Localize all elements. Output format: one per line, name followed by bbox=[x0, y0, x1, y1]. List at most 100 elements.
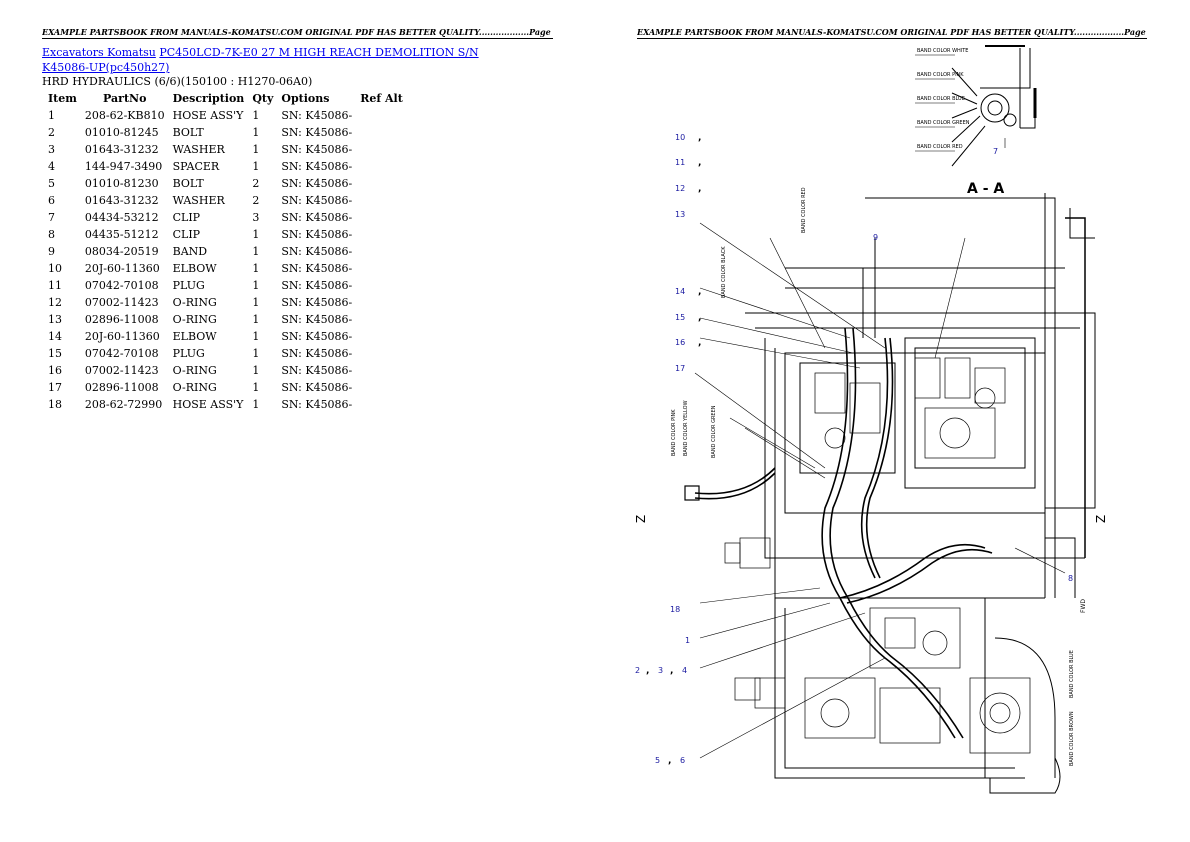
cell-item: 16 bbox=[48, 364, 62, 377]
callout-5[interactable]: 5 bbox=[655, 756, 660, 765]
svg-text:,: , bbox=[646, 666, 649, 676]
side-label-red: BAND COLOR RED bbox=[801, 187, 807, 233]
cell-description: BAND bbox=[172, 245, 208, 258]
callout-7[interactable]: 7 bbox=[993, 147, 998, 156]
breadcrumb-link-model[interactable]: PC450LCD-7K-E0 27 M HIGH REACH DEMOLITIO… bbox=[42, 46, 479, 74]
cell-refalt bbox=[356, 226, 407, 243]
callout-12[interactable]: 12 bbox=[675, 184, 685, 193]
breadcrumb: Excavators Komatsu PC450LCD-7K-E0 27 M H… bbox=[42, 45, 512, 75]
cell-qty: 1 bbox=[252, 279, 260, 292]
band-label-blue: BAND COLOR BLUE bbox=[917, 96, 965, 102]
callout-3[interactable]: 3 bbox=[658, 666, 663, 675]
side-label-green: BAND COLOR GREEN bbox=[711, 405, 717, 458]
cell-options: SN: K45086- bbox=[281, 364, 353, 377]
section-title: HRD HYDRAULICS (6/6)(150100 : H1270-06A0… bbox=[42, 75, 313, 88]
cell-refalt bbox=[356, 260, 407, 277]
callout-2[interactable]: 2 bbox=[635, 666, 640, 675]
cell-qty: 1 bbox=[252, 398, 260, 411]
cell-refalt bbox=[356, 328, 407, 345]
cell-item: 2 bbox=[48, 126, 55, 139]
band-label-pink: BAND COLOR PINK bbox=[917, 72, 964, 78]
band-label-red: BAND COLOR RED bbox=[917, 144, 963, 150]
cell-options: SN: K45086- bbox=[281, 211, 353, 224]
cell-options: SN: K45086- bbox=[281, 194, 353, 207]
cell-item: 18 bbox=[48, 398, 62, 411]
cell-options: SN: K45086- bbox=[281, 347, 353, 360]
cell-refalt bbox=[356, 294, 407, 311]
callout-8[interactable]: 8 bbox=[1068, 574, 1073, 583]
callout-4[interactable]: 4 bbox=[682, 666, 687, 675]
cell-qty: 1 bbox=[252, 296, 260, 309]
cell-description: O-RING bbox=[172, 313, 217, 326]
cell-partno: 04435-51212 bbox=[84, 228, 159, 241]
cell-partno: 02896-11008 bbox=[84, 313, 159, 326]
svg-text:,: , bbox=[698, 184, 701, 194]
cell-description: BOLT bbox=[172, 177, 204, 190]
svg-text:,: , bbox=[698, 158, 701, 168]
cell-partno: 01643-31232 bbox=[84, 194, 159, 207]
cell-item: 10 bbox=[48, 262, 62, 275]
page-2-header: EXAMPLE PARTSBOOK FROM MANUALS-KOMATSU.C… bbox=[637, 27, 1147, 39]
parts-table: Item PartNo Description Qty Options Ref … bbox=[44, 90, 407, 413]
cell-item: 11 bbox=[48, 279, 62, 292]
cell-description: WASHER bbox=[172, 194, 225, 207]
cell-options: SN: K45086- bbox=[281, 126, 353, 139]
callout-13[interactable]: 13 bbox=[675, 210, 685, 219]
page-1-header: EXAMPLE PARTSBOOK FROM MANUALS-KOMATSU.C… bbox=[42, 27, 553, 39]
callout-6[interactable]: 6 bbox=[680, 756, 685, 765]
cell-options: SN: K45086- bbox=[281, 296, 353, 309]
callout-1[interactable]: 1 bbox=[685, 636, 690, 645]
cell-item: 12 bbox=[48, 296, 62, 309]
callout-9[interactable]: 9 bbox=[873, 233, 878, 242]
cell-item: 4 bbox=[48, 160, 55, 173]
cell-options: SN: K45086- bbox=[281, 398, 353, 411]
cell-options: SN: K45086- bbox=[281, 160, 353, 173]
cell-partno: 144-947-3490 bbox=[84, 160, 163, 173]
callout-18[interactable]: 18 bbox=[670, 605, 680, 614]
cell-qty: 1 bbox=[252, 160, 260, 173]
callout-10[interactable]: 10 bbox=[675, 133, 685, 142]
cell-item: 15 bbox=[48, 347, 62, 360]
cell-options: SN: K45086- bbox=[281, 228, 353, 241]
callout-16[interactable]: 16 bbox=[675, 338, 685, 347]
cell-refalt bbox=[356, 362, 407, 379]
cell-item: 5 bbox=[48, 177, 55, 190]
svg-text:,: , bbox=[698, 338, 701, 348]
breadcrumb-link-excavators[interactable]: Excavators Komatsu bbox=[42, 46, 156, 59]
cell-qty: 1 bbox=[252, 262, 260, 275]
cell-description: CLIP bbox=[172, 211, 201, 224]
cell-partno: 08034-20519 bbox=[84, 245, 159, 258]
cell-refalt bbox=[356, 379, 407, 396]
band-label-green: BAND COLOR GREEN bbox=[917, 120, 970, 126]
page-label: Page 2 bbox=[1124, 27, 1147, 37]
cell-partno: 07042-70108 bbox=[84, 279, 159, 292]
callout-17[interactable]: 17 bbox=[675, 364, 685, 373]
callout-15[interactable]: 15 bbox=[675, 313, 685, 322]
cell-qty: 2 bbox=[252, 194, 260, 207]
cell-item: 14 bbox=[48, 330, 62, 343]
col-header-partno: PartNo bbox=[103, 92, 147, 105]
cell-refalt bbox=[356, 345, 407, 362]
callout-14[interactable]: 14 bbox=[675, 287, 685, 296]
cell-qty: 2 bbox=[252, 177, 260, 190]
cell-options: SN: K45086- bbox=[281, 381, 353, 394]
cell-refalt bbox=[356, 175, 407, 192]
cell-partno: 01010-81230 bbox=[84, 177, 159, 190]
cell-description: O-RING bbox=[172, 381, 217, 394]
col-header-description: Description bbox=[172, 92, 245, 105]
section-label: A - A bbox=[967, 181, 1004, 197]
cell-options: SN: K45086- bbox=[281, 330, 353, 343]
cell-description: PLUG bbox=[172, 279, 205, 292]
callout-11[interactable]: 11 bbox=[675, 158, 685, 167]
cell-item: 1 bbox=[48, 109, 55, 122]
